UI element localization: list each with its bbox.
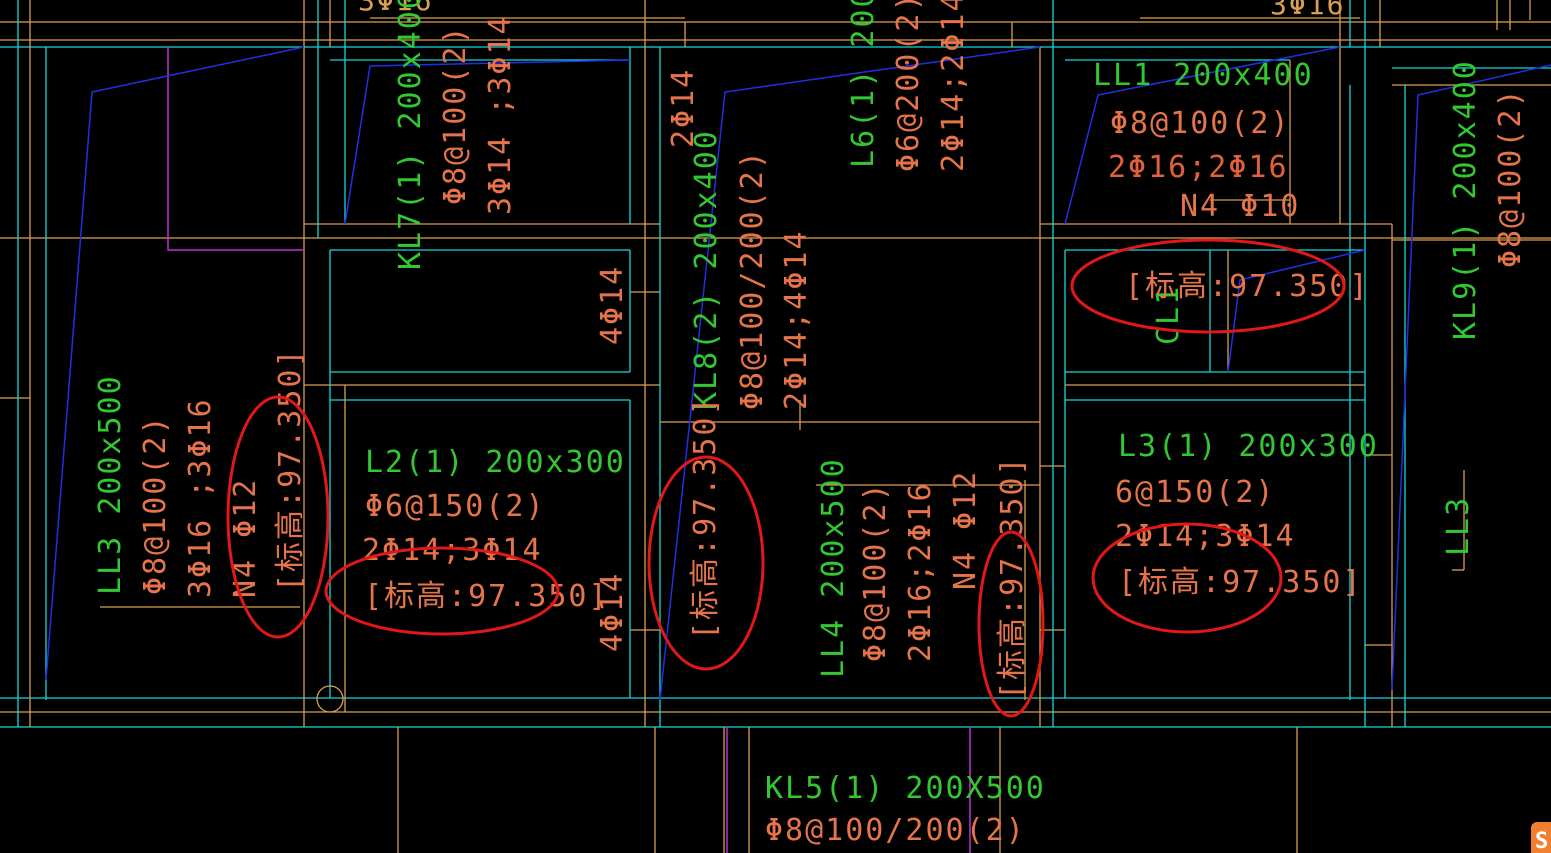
top-right-partial-label: 3Φ16	[1270, 0, 1345, 21]
highlight-ellipse-l3	[1091, 522, 1283, 634]
l3-elevation: [标高:97.350]	[1118, 565, 1363, 600]
cl1-name: CL1	[1151, 285, 1186, 345]
l2-bars: 2Φ14;3Φ14	[362, 533, 543, 568]
highlight-ellipse-ll3	[226, 395, 330, 639]
kl7-bars: 3Φ14 ;3Φ14	[483, 14, 518, 215]
ll3-name: LL3 200x500	[93, 374, 128, 595]
kl8-name: KL8(2) 200x400	[689, 129, 724, 410]
highlight-ellipse-ll4	[977, 530, 1045, 718]
l6-stirrup: Φ6@200(2)	[891, 0, 926, 172]
cl1-elevation: [标高:97.350]	[1125, 269, 1370, 304]
l2-name: L2(1) 200x300	[365, 445, 626, 480]
blue-lines	[45, 46, 1551, 701]
top-left-partial-label: 3Φ16	[358, 0, 433, 17]
highlight-ellipse-l2	[324, 546, 560, 636]
ll4-bars: 2Φ16;2Φ16	[903, 481, 938, 662]
kl7-stirrup: Φ8@100(2)	[438, 24, 473, 205]
l3-stirrup: 6@150(2)	[1115, 475, 1276, 510]
highlight-ellipse-kl8	[647, 455, 765, 671]
kl9-stirrup: Φ8@100(2)	[1493, 87, 1528, 268]
ll1-torsion: N4 Φ10	[1180, 189, 1300, 224]
magenta-lines	[167, 47, 971, 853]
ll1-name: LL1 200x400	[1093, 58, 1314, 93]
ll3-bars: 3Φ16 ;3Φ16	[183, 397, 218, 598]
ll1-bars: 2Φ16;2Φ16	[1108, 150, 1289, 185]
l6-bars: 2Φ14;2Φ14	[936, 0, 971, 172]
kl5-name: KL5(1) 200X500	[765, 771, 1046, 806]
four-phi14-lower-label: 4Φ14	[595, 572, 630, 652]
ll4-stirrup: Φ8@100(2)	[858, 481, 893, 662]
l2-stirrup: Φ6@150(2)	[365, 489, 546, 524]
kl8-stirrup: Φ8@100/200(2)	[735, 149, 770, 410]
ll1-stirrup: Φ8@100(2)	[1110, 106, 1291, 141]
ll3-elevation: [标高:97.350]	[273, 347, 308, 592]
left-2phi14-label: 2Φ14	[666, 68, 701, 148]
kl9-name: KL9(1) 200x400	[1448, 59, 1483, 340]
l3-name: L3(1) 200x300	[1118, 429, 1379, 464]
l2-elevation: [标高:97.350]	[364, 579, 609, 614]
four-phi14-upper-label: 4Φ14	[595, 265, 630, 345]
watermark-logo-letter: S	[1535, 829, 1548, 853]
kl8-elevation: [标高:97.350]	[688, 395, 723, 640]
l6-name: L6(1) 200x400	[846, 0, 881, 168]
kl5-stirrup: Φ8@100/200(2)	[765, 813, 1026, 848]
ll4-elevation: [标高:97.350]	[995, 455, 1030, 700]
ll3-stirrup: Φ8@100(2)	[138, 414, 173, 595]
annotation-labels: 3Φ16 3Φ16 KL7(1) 200x400 Φ8@100(2) 3Φ14 …	[93, 0, 1528, 848]
ll3-right-label: LL3	[1441, 496, 1476, 556]
kl8-bars: 2Φ14;4Φ14	[779, 229, 814, 410]
ll4-torsion: N4 Φ12	[948, 470, 983, 590]
ll4-name: LL4 200x500	[816, 457, 851, 678]
highlight-ellipses	[226, 238, 1346, 718]
watermark-logo: S	[1531, 822, 1551, 853]
kl7-name: KL7(1) 200x400	[393, 0, 428, 270]
ll3-torsion: N4 Φ12	[228, 478, 263, 598]
highlight-ellipse-cl1	[1070, 238, 1346, 334]
column-marker	[316, 685, 344, 713]
